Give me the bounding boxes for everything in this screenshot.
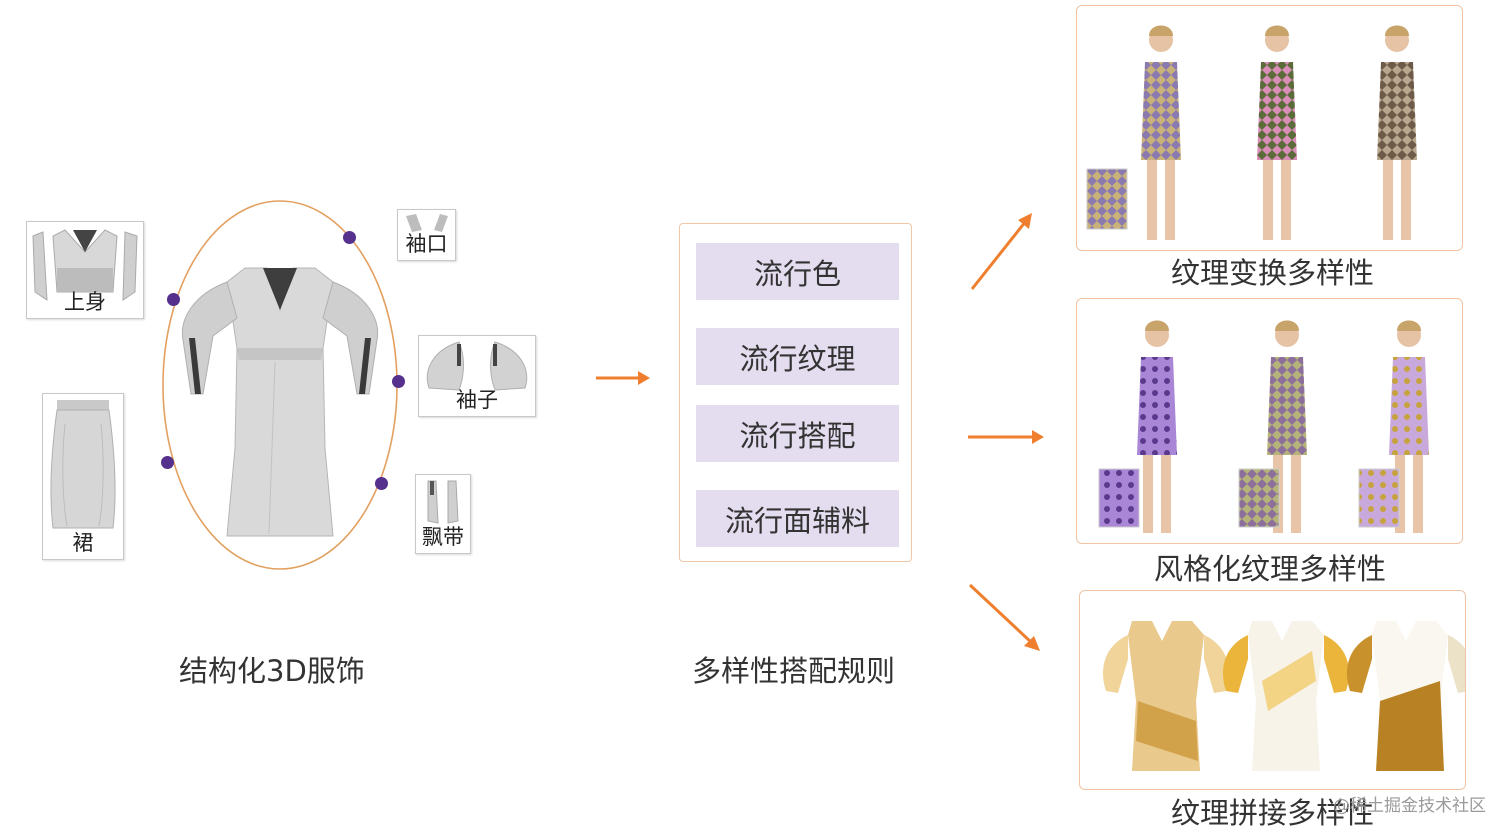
garment-images: [1102, 621, 1465, 771]
part-label-cuff: 袖口: [405, 232, 448, 256]
rule-item: 流行纹理: [696, 328, 899, 385]
ribbon-image: [427, 480, 459, 524]
result-title: 纹理变换多样性: [1171, 256, 1375, 290]
dress-3d-image: [181, 267, 379, 537]
anchor-dot: [167, 293, 180, 306]
result-title: 纹理拼接多样性: [1171, 796, 1375, 830]
anchor-dot: [161, 456, 174, 469]
upper-body-image: [32, 229, 138, 301]
anchor-dot: [392, 375, 405, 388]
garment-ellipse: [162, 200, 398, 570]
rule-item: 流行搭配: [696, 405, 899, 462]
rules-caption: 多样性搭配规则: [692, 654, 896, 688]
result-panel-texture-change: [1076, 5, 1463, 251]
result-panel-stylized-texture: [1076, 298, 1463, 544]
result-title: 风格化纹理多样性: [1154, 552, 1387, 586]
part-label-sleeve: 袖子: [456, 388, 498, 412]
part-label-upper: 上身: [64, 290, 106, 314]
rules-box: 流行色 流行纹理 流行搭配 流行面辅料: [679, 223, 912, 562]
part-cuff: 袖口: [397, 209, 456, 261]
part-sleeve: 袖子: [418, 335, 536, 417]
sleeve-image: [426, 341, 528, 391]
part-ribbon: 飘带: [415, 474, 471, 554]
rule-item: 流行色: [696, 243, 899, 300]
part-skirt: 裙: [42, 393, 124, 560]
part-upper: 上身: [26, 221, 144, 319]
skirt-image: [50, 400, 116, 529]
anchor-dot: [375, 477, 388, 490]
arrow-to-rules: [596, 371, 650, 385]
rule-item: 流行面辅料: [696, 490, 899, 547]
anchor-dot: [343, 231, 356, 244]
watermark: @稀土掘金技术社区: [1333, 796, 1486, 816]
left-caption: 结构化3D服饰: [179, 654, 365, 688]
model-images: [1098, 320, 1429, 533]
result-panel-texture-splicing: [1079, 590, 1466, 790]
part-label-ribbon: 飘带: [422, 525, 464, 549]
model-images: [1086, 25, 1417, 240]
arrows-to-results: [968, 213, 1044, 651]
part-label-skirt: 裙: [72, 531, 94, 555]
cuff-image: [406, 214, 448, 232]
